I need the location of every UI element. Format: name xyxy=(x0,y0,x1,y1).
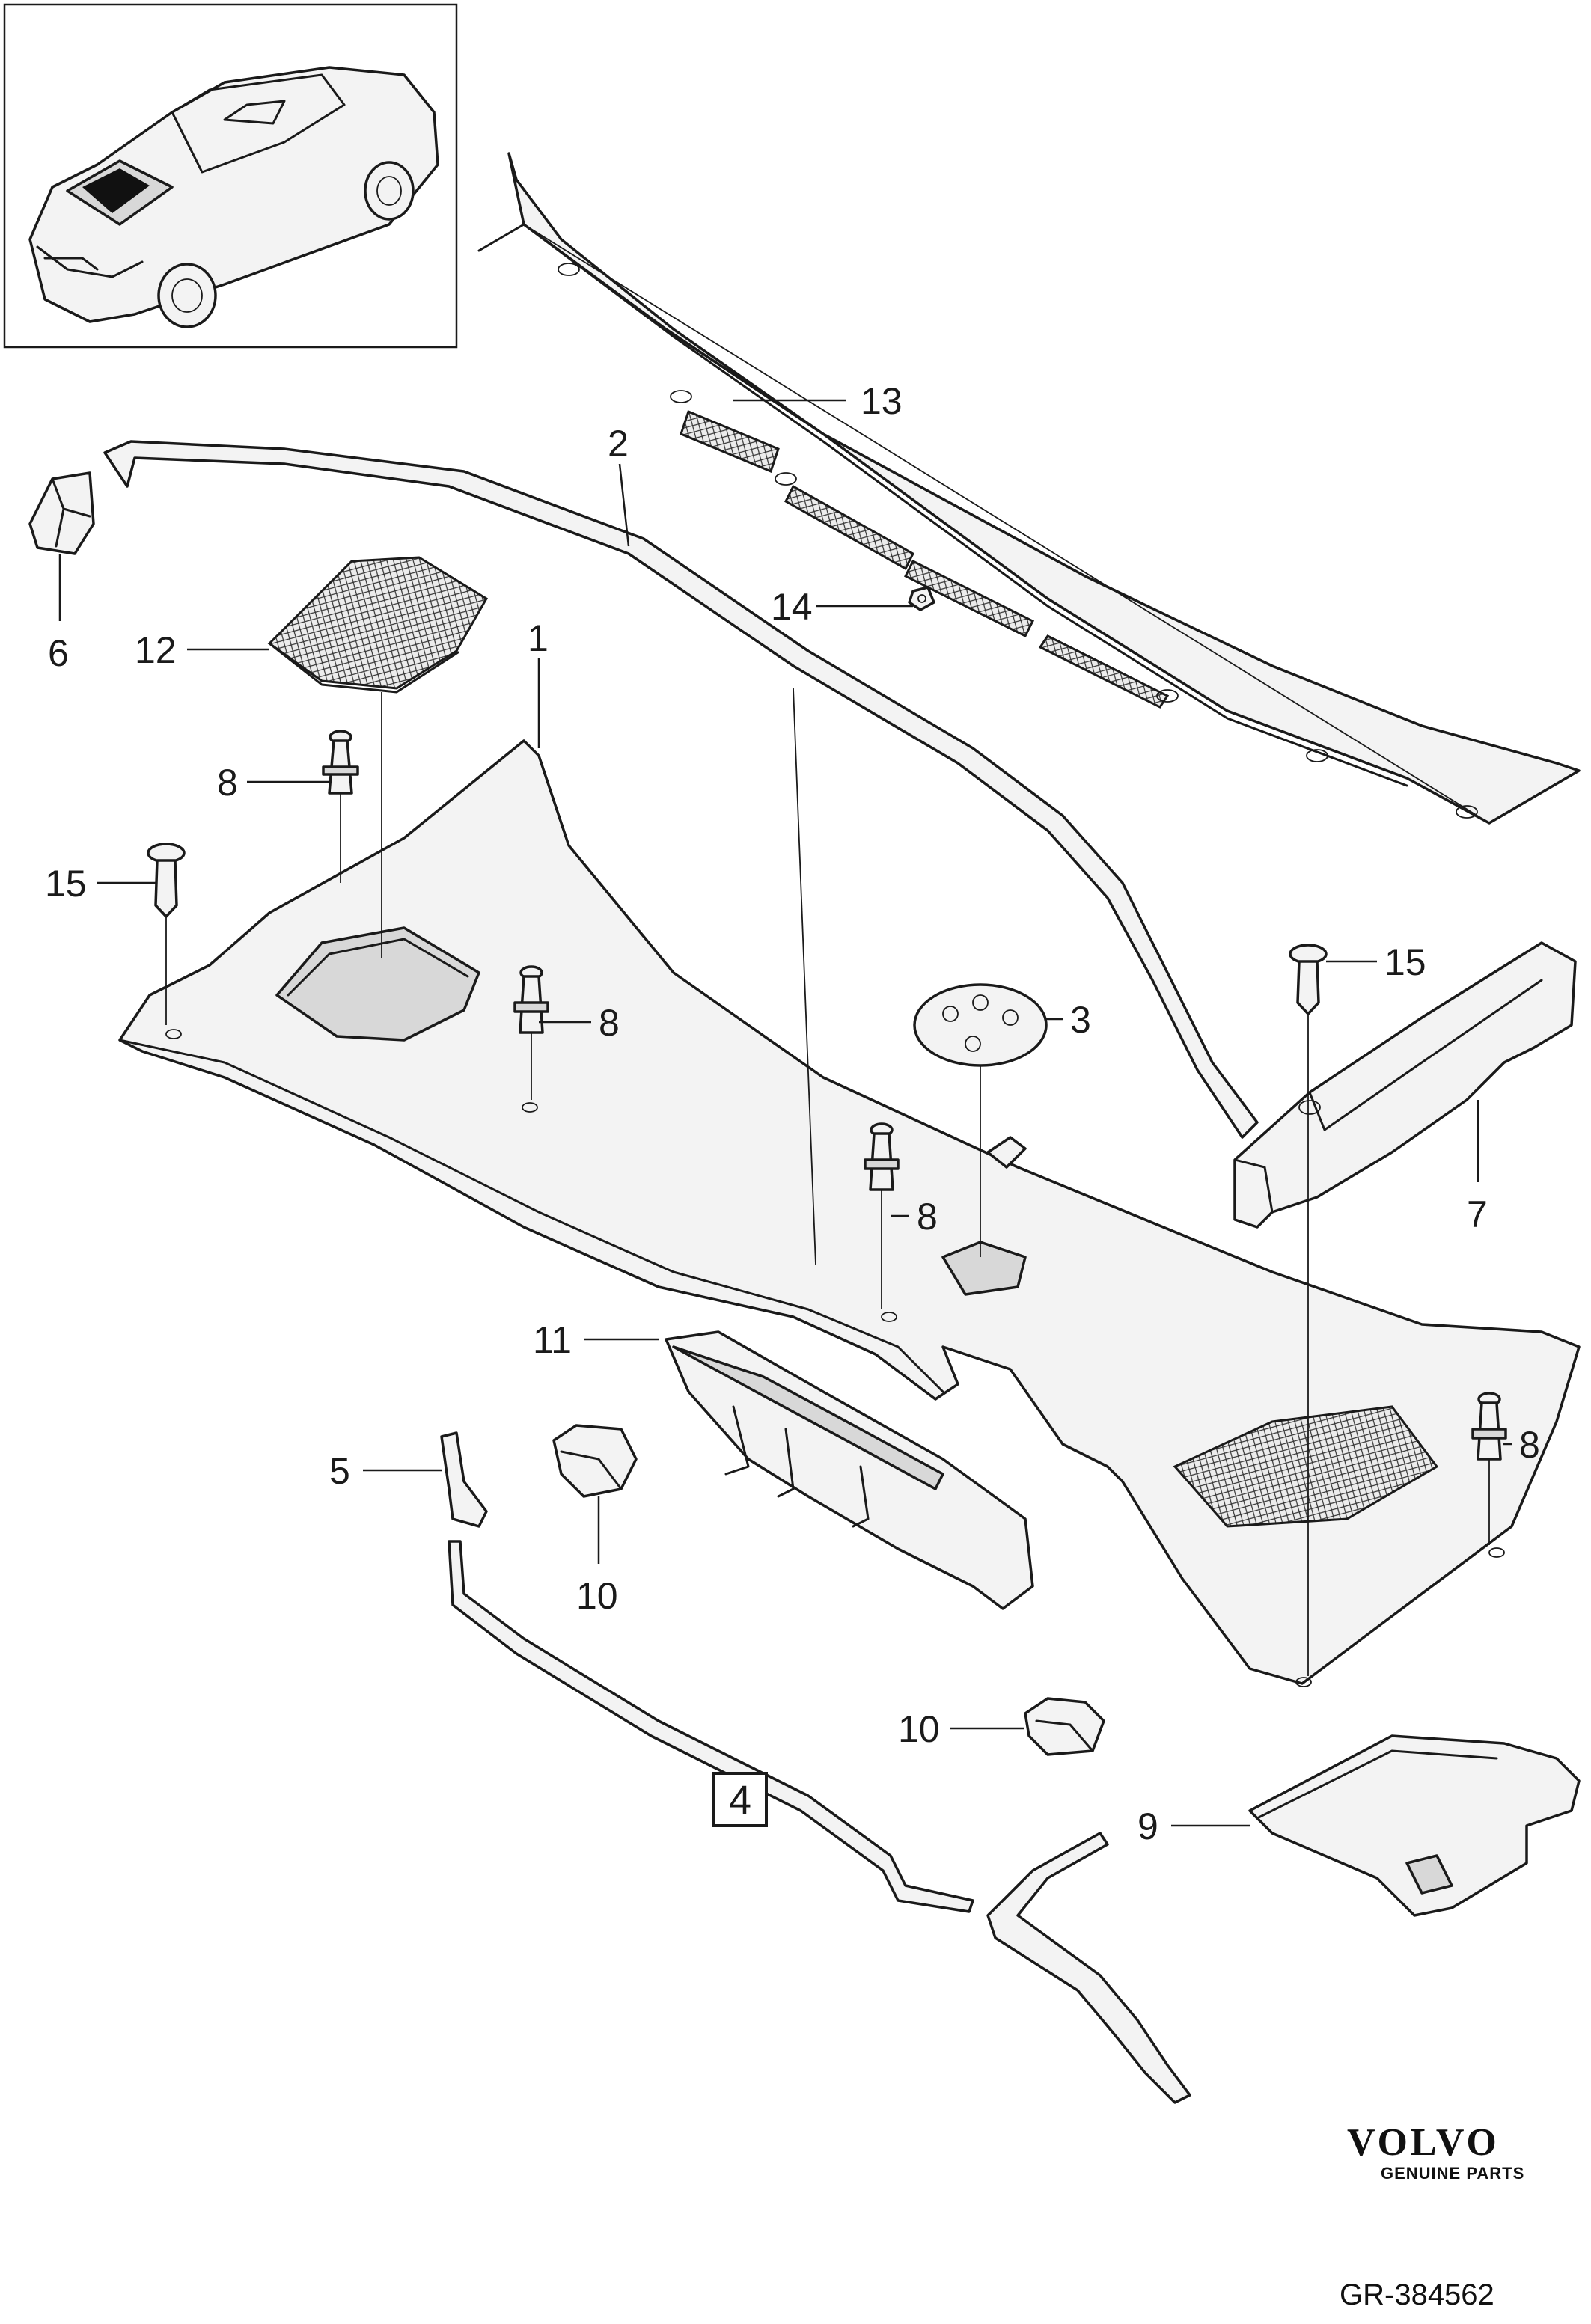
brand-logo: VOLVO xyxy=(1347,2121,1500,2164)
callout-12: 12 xyxy=(135,629,177,671)
callout-15-b: 15 xyxy=(1384,941,1426,983)
part-14-nut xyxy=(908,586,935,611)
callout-11: 11 xyxy=(533,1319,572,1361)
callout-8-d: 8 xyxy=(1519,1424,1540,1466)
leader-lines xyxy=(58,399,1512,1827)
callout-8-b: 8 xyxy=(599,1002,620,1044)
callout-10-a: 10 xyxy=(576,1575,618,1617)
callout-6: 6 xyxy=(48,632,69,674)
callout-14: 14 xyxy=(771,586,813,628)
part-13-upper-cowl-cover xyxy=(477,152,1581,825)
part-11-wiper-bracket xyxy=(665,1330,1034,1610)
fastener-8-d xyxy=(1471,1392,1507,1461)
part-12-grille-cover xyxy=(267,556,489,694)
part-10-cap-lower xyxy=(1024,1697,1105,1756)
part-5-small-clip xyxy=(440,1431,488,1528)
fastener-8-b xyxy=(513,965,549,1034)
part-10-cap-upper xyxy=(552,1424,638,1498)
part-4-lower-seal xyxy=(448,1540,1191,2104)
part-7-side-bracket xyxy=(1233,941,1577,1229)
callout-15-a: 15 xyxy=(45,863,87,905)
fastener-8-a xyxy=(322,730,359,795)
brand-block: VOLVO GENUINE PARTS GR-384562 xyxy=(1340,2121,1524,2311)
assembly-lines xyxy=(165,688,1490,1676)
callout-10-b: 10 xyxy=(898,1708,940,1750)
fastener-8-c xyxy=(864,1122,900,1191)
callout-8-a: 8 xyxy=(217,762,238,804)
callout-9: 9 xyxy=(1137,1805,1158,1847)
vehicle-location-inset xyxy=(3,3,458,349)
fastener-15-a xyxy=(147,843,186,918)
part-9-plenum-tray xyxy=(1248,1734,1581,1917)
part-1-cowl-panel xyxy=(118,739,1581,1687)
callout-4-boxed: 4 xyxy=(712,1772,768,1827)
reference-code: GR-384562 xyxy=(1340,2278,1494,2311)
fastener-15-b xyxy=(1289,944,1328,1015)
callout-1: 1 xyxy=(528,617,549,659)
callout-5: 5 xyxy=(329,1450,350,1492)
callout-2: 2 xyxy=(608,423,629,465)
callout-3: 3 xyxy=(1070,999,1091,1041)
part-2-seal-strip xyxy=(103,440,1259,1139)
car-illustration xyxy=(28,66,439,328)
part-6-corner-clip xyxy=(28,471,95,555)
callout-labels: 13 2 14 12 6 1 8 15 8 3 8 15 7 11 8 5 10… xyxy=(45,380,1540,1847)
brand-tagline: GENUINE PARTS xyxy=(1381,2164,1524,2183)
callout-7: 7 xyxy=(1467,1193,1488,1235)
part-3-round-plug xyxy=(913,983,1048,1067)
callout-4: 4 xyxy=(729,1778,751,1823)
callout-13: 13 xyxy=(861,380,903,422)
callout-8-c: 8 xyxy=(917,1196,938,1238)
